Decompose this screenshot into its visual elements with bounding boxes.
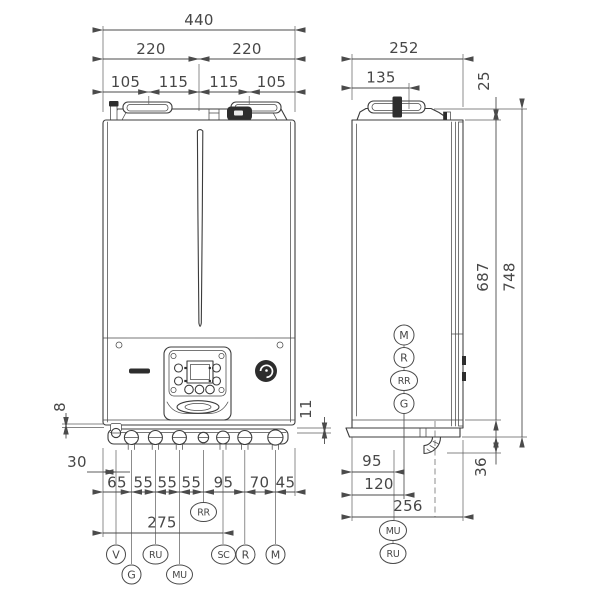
front-top-dimensions: 440 220 220 105 115 115 105 bbox=[92, 11, 306, 112]
dim-front-overall-width: 440 bbox=[184, 11, 214, 29]
fitting-ru bbox=[147, 429, 163, 450]
dim-side-depth: 252 bbox=[389, 39, 419, 57]
front-screw-right bbox=[276, 341, 284, 349]
dim-sc-offset: 275 bbox=[147, 514, 177, 532]
label-ru-front-text: RU bbox=[149, 550, 162, 561]
label-mu-side-text: MU bbox=[386, 526, 401, 537]
label-ru-side bbox=[379, 543, 407, 564]
dim-front-left-half: 220 bbox=[136, 40, 166, 58]
panel-button bbox=[205, 384, 215, 395]
side-right-dimensions: 25 687 748 36 bbox=[434, 71, 527, 477]
label-m-front bbox=[265, 544, 286, 565]
label-rr-side bbox=[390, 370, 418, 391]
label-r-front-text: R bbox=[242, 549, 250, 562]
dim-front-right-half: 220 bbox=[232, 40, 262, 58]
condensate-elbow bbox=[423, 436, 442, 455]
fitting-mu bbox=[171, 429, 187, 450]
fitting-m bbox=[267, 429, 284, 450]
side-connection-stack: M R RR G bbox=[390, 324, 418, 499]
wall-mount-rail bbox=[458, 121, 464, 427]
front-vent-pin bbox=[110, 104, 118, 121]
dim-front-q1: 105 bbox=[111, 73, 141, 91]
dim-total-height: 748 bbox=[501, 262, 519, 292]
control-panel bbox=[163, 346, 232, 421]
label-rr-front-text: RR bbox=[197, 508, 210, 519]
dim-front-q2: 115 bbox=[159, 73, 189, 91]
dim-w95: 95 bbox=[362, 452, 382, 470]
label-mu-front-text: MU bbox=[172, 570, 187, 581]
lcd-display bbox=[186, 360, 214, 384]
dim-sp7: 45 bbox=[276, 474, 296, 492]
label-m-side bbox=[393, 324, 415, 346]
side-bottom-trim bbox=[345, 427, 461, 438]
dim-front-gap-right: 11 bbox=[297, 399, 315, 419]
fitting-rr bbox=[197, 431, 210, 444]
label-g-front-text: G bbox=[127, 569, 136, 582]
front-bottom-dimensions: 8 11 30 65 55 55 55 95 70 45 275 RR V bbox=[51, 399, 331, 585]
label-mu-front bbox=[166, 564, 193, 585]
label-r-side-text: R bbox=[400, 352, 408, 365]
dim-sp6: 70 bbox=[250, 474, 270, 492]
dim-body-height: 687 bbox=[474, 262, 492, 292]
dim-bottom-gap: 36 bbox=[472, 457, 490, 477]
panel-button bbox=[173, 363, 184, 373]
label-g-side-text: G bbox=[400, 398, 409, 411]
label-v-front bbox=[106, 544, 126, 565]
label-ru-side-text: RU bbox=[387, 549, 400, 560]
dim-front-q4: 105 bbox=[257, 73, 287, 91]
dim-front-q3: 115 bbox=[209, 73, 239, 91]
label-rr-side-text: RR bbox=[398, 376, 411, 387]
dim-w120: 120 bbox=[364, 475, 394, 493]
fitting-sc bbox=[216, 430, 230, 450]
dim-flue-offset: 135 bbox=[366, 69, 396, 87]
side-top-dimensions: 252 135 bbox=[341, 39, 474, 109]
label-r-side bbox=[393, 347, 415, 368]
panel-button bbox=[173, 376, 184, 386]
panel-button bbox=[194, 384, 205, 395]
dim-sp3: 55 bbox=[158, 474, 178, 492]
boiler-front-view bbox=[102, 101, 296, 450]
dim-w256: 256 bbox=[393, 497, 423, 515]
fitting-r bbox=[237, 429, 253, 450]
dim-sp1: 65 bbox=[107, 474, 127, 492]
label-mu-side bbox=[379, 520, 407, 541]
label-r-front bbox=[235, 544, 256, 565]
rail-clip bbox=[462, 356, 466, 365]
dim-sp2: 55 bbox=[134, 474, 154, 492]
dim-sp4: 55 bbox=[182, 474, 202, 492]
label-g-side bbox=[393, 393, 415, 414]
dim-sp5: 95 bbox=[214, 474, 234, 492]
panel-grip bbox=[176, 400, 220, 414]
label-m-side-text: M bbox=[399, 329, 409, 342]
brand-logo-mark bbox=[129, 368, 150, 374]
dim-cap-height: 25 bbox=[475, 71, 493, 91]
panel-button bbox=[184, 384, 194, 395]
label-m-front-text: M bbox=[271, 549, 281, 562]
dim-valve-offset: 30 bbox=[67, 453, 87, 471]
front-connection-bar bbox=[107, 423, 289, 450]
rail-clip bbox=[462, 372, 466, 381]
label-rr-front bbox=[190, 502, 217, 522]
dim-front-gap-left: 8 bbox=[51, 402, 69, 412]
side-flue-pin bbox=[392, 96, 402, 118]
pressure-gauge bbox=[255, 360, 277, 382]
front-sight-slit bbox=[196, 129, 204, 327]
side-bottom-dimensions: 95 120 256 MU RU bbox=[341, 414, 474, 564]
fitting-g bbox=[123, 429, 139, 450]
label-ru-front bbox=[142, 544, 169, 565]
panel-button bbox=[211, 376, 222, 386]
label-sc-front-text: SC bbox=[217, 550, 230, 561]
label-g-front bbox=[121, 564, 142, 585]
panel-button bbox=[211, 363, 222, 373]
label-v-front-text: V bbox=[112, 549, 120, 562]
front-screw-left bbox=[115, 341, 123, 349]
